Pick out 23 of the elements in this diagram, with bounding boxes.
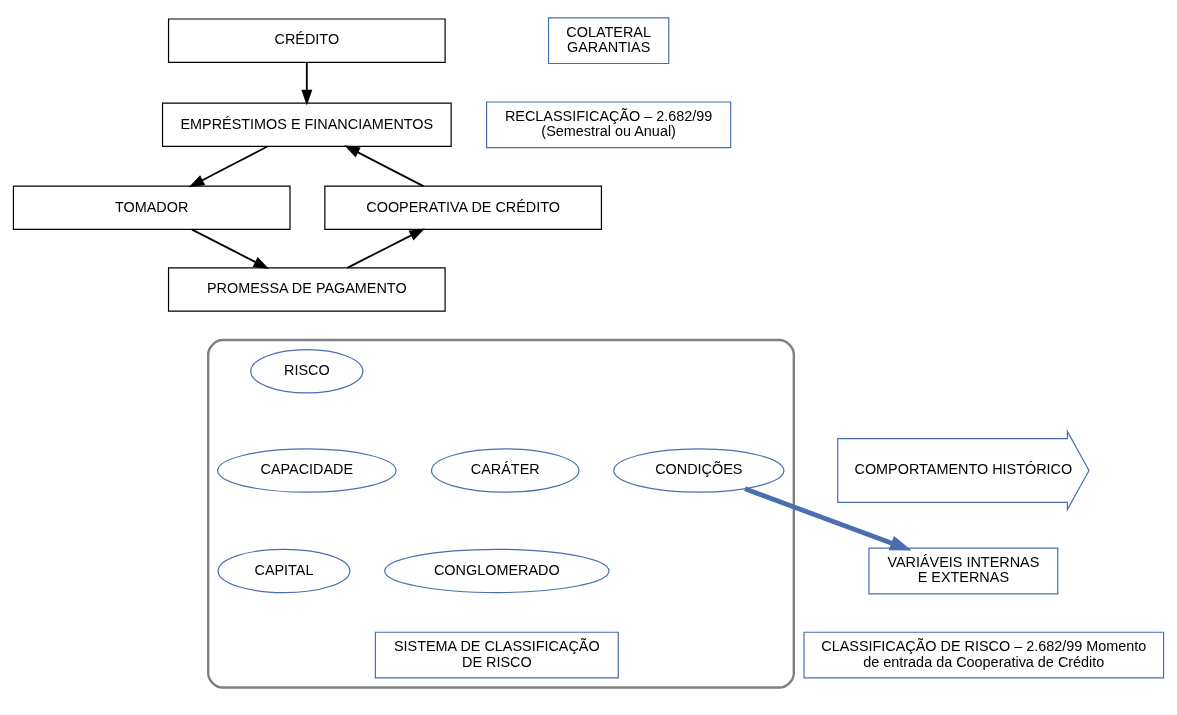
node-box: COOPERATIVA DE CRÉDITO [324, 185, 603, 231]
node-box: TOMADOR [12, 185, 291, 231]
node-box: CRÉDITO [167, 18, 446, 63]
node-ellipse: CARÁTER [430, 448, 580, 493]
arrow [191, 228, 270, 270]
node-box: CLASSIFICAÇÃO DE RISCO – 2.682/99 Momento de entrada da Cooperativa de Crédito [803, 631, 1165, 679]
node-box: RECLASSIFICAÇÃO – 2.682/99 (Semestral ou Anual) [486, 101, 732, 149]
node-ellipse: CAPACIDADE [217, 448, 397, 493]
node-box: VARIÁVEIS INTERNAS E EXTERNAS [868, 547, 1059, 595]
arrow [744, 486, 912, 551]
arrow [344, 145, 425, 187]
node-ellipse: CAPITAL [217, 548, 351, 594]
arrow [346, 228, 425, 269]
node-ellipse: RISCO [250, 349, 364, 394]
node-box: COLATERAL GARANTIAS [547, 17, 670, 65]
node-box: PROMESSA DE PAGAMENTO [167, 267, 446, 312]
cluster [207, 338, 796, 689]
node-ellipse: CONDIÇÕES [613, 448, 785, 493]
node-box: SISTEMA DE CLASSIFICAÇÃO DE RISCO [374, 631, 619, 679]
node-ellipse: CONGLOMERADO [384, 548, 610, 594]
node-box: EMPRÉSTIMOS E FINANCIAMENTOS [161, 102, 452, 148]
arrow [188, 145, 269, 188]
arrow [301, 61, 313, 106]
